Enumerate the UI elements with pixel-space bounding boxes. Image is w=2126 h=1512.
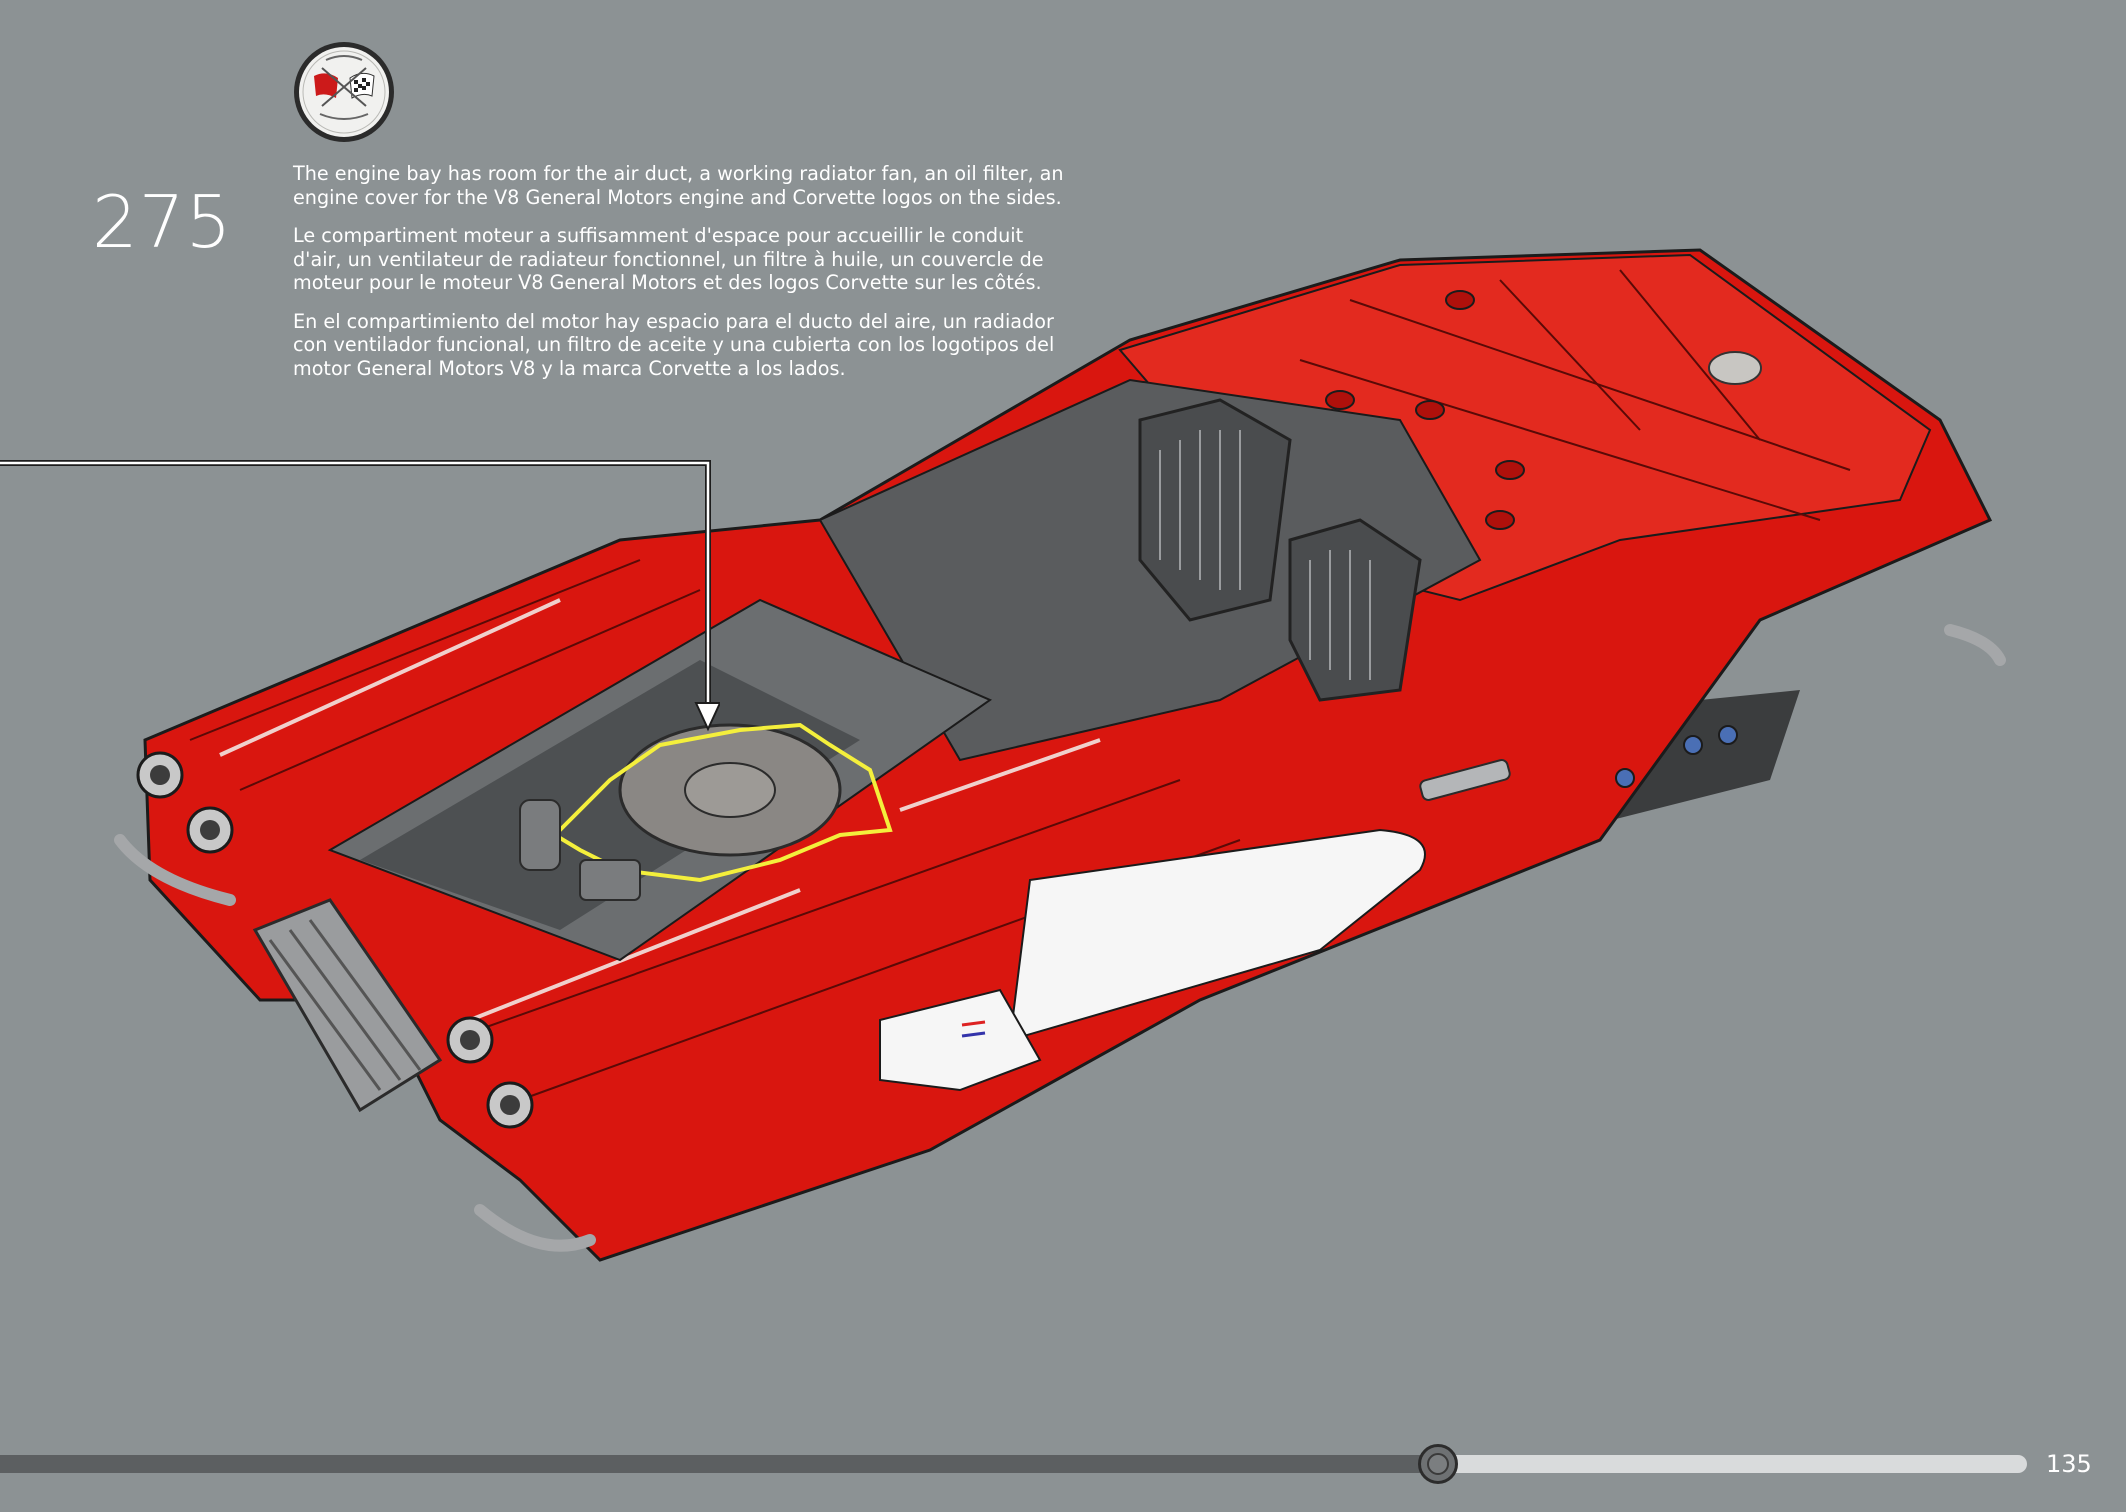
description-en: The engine bay has room for the air duct… [293,162,1064,209]
page-number: 135 [2046,1450,2092,1478]
description-es: En el compartimiento del motor hay espac… [293,309,1055,380]
callout-arrow [0,460,720,732]
description-block: The engine bay has room for the air duct… [293,162,1073,395]
progress-fill [0,1455,1440,1473]
progress-knob [1418,1444,1458,1484]
step-number: 275 [92,180,233,264]
progress-track [1440,1455,2027,1473]
corvette-logo [294,42,394,142]
car-model-illustration [114,248,2006,1262]
progress-bar [0,1444,2126,1484]
description-fr: Le compartiment moteur a suffisamment d'… [293,224,1044,294]
